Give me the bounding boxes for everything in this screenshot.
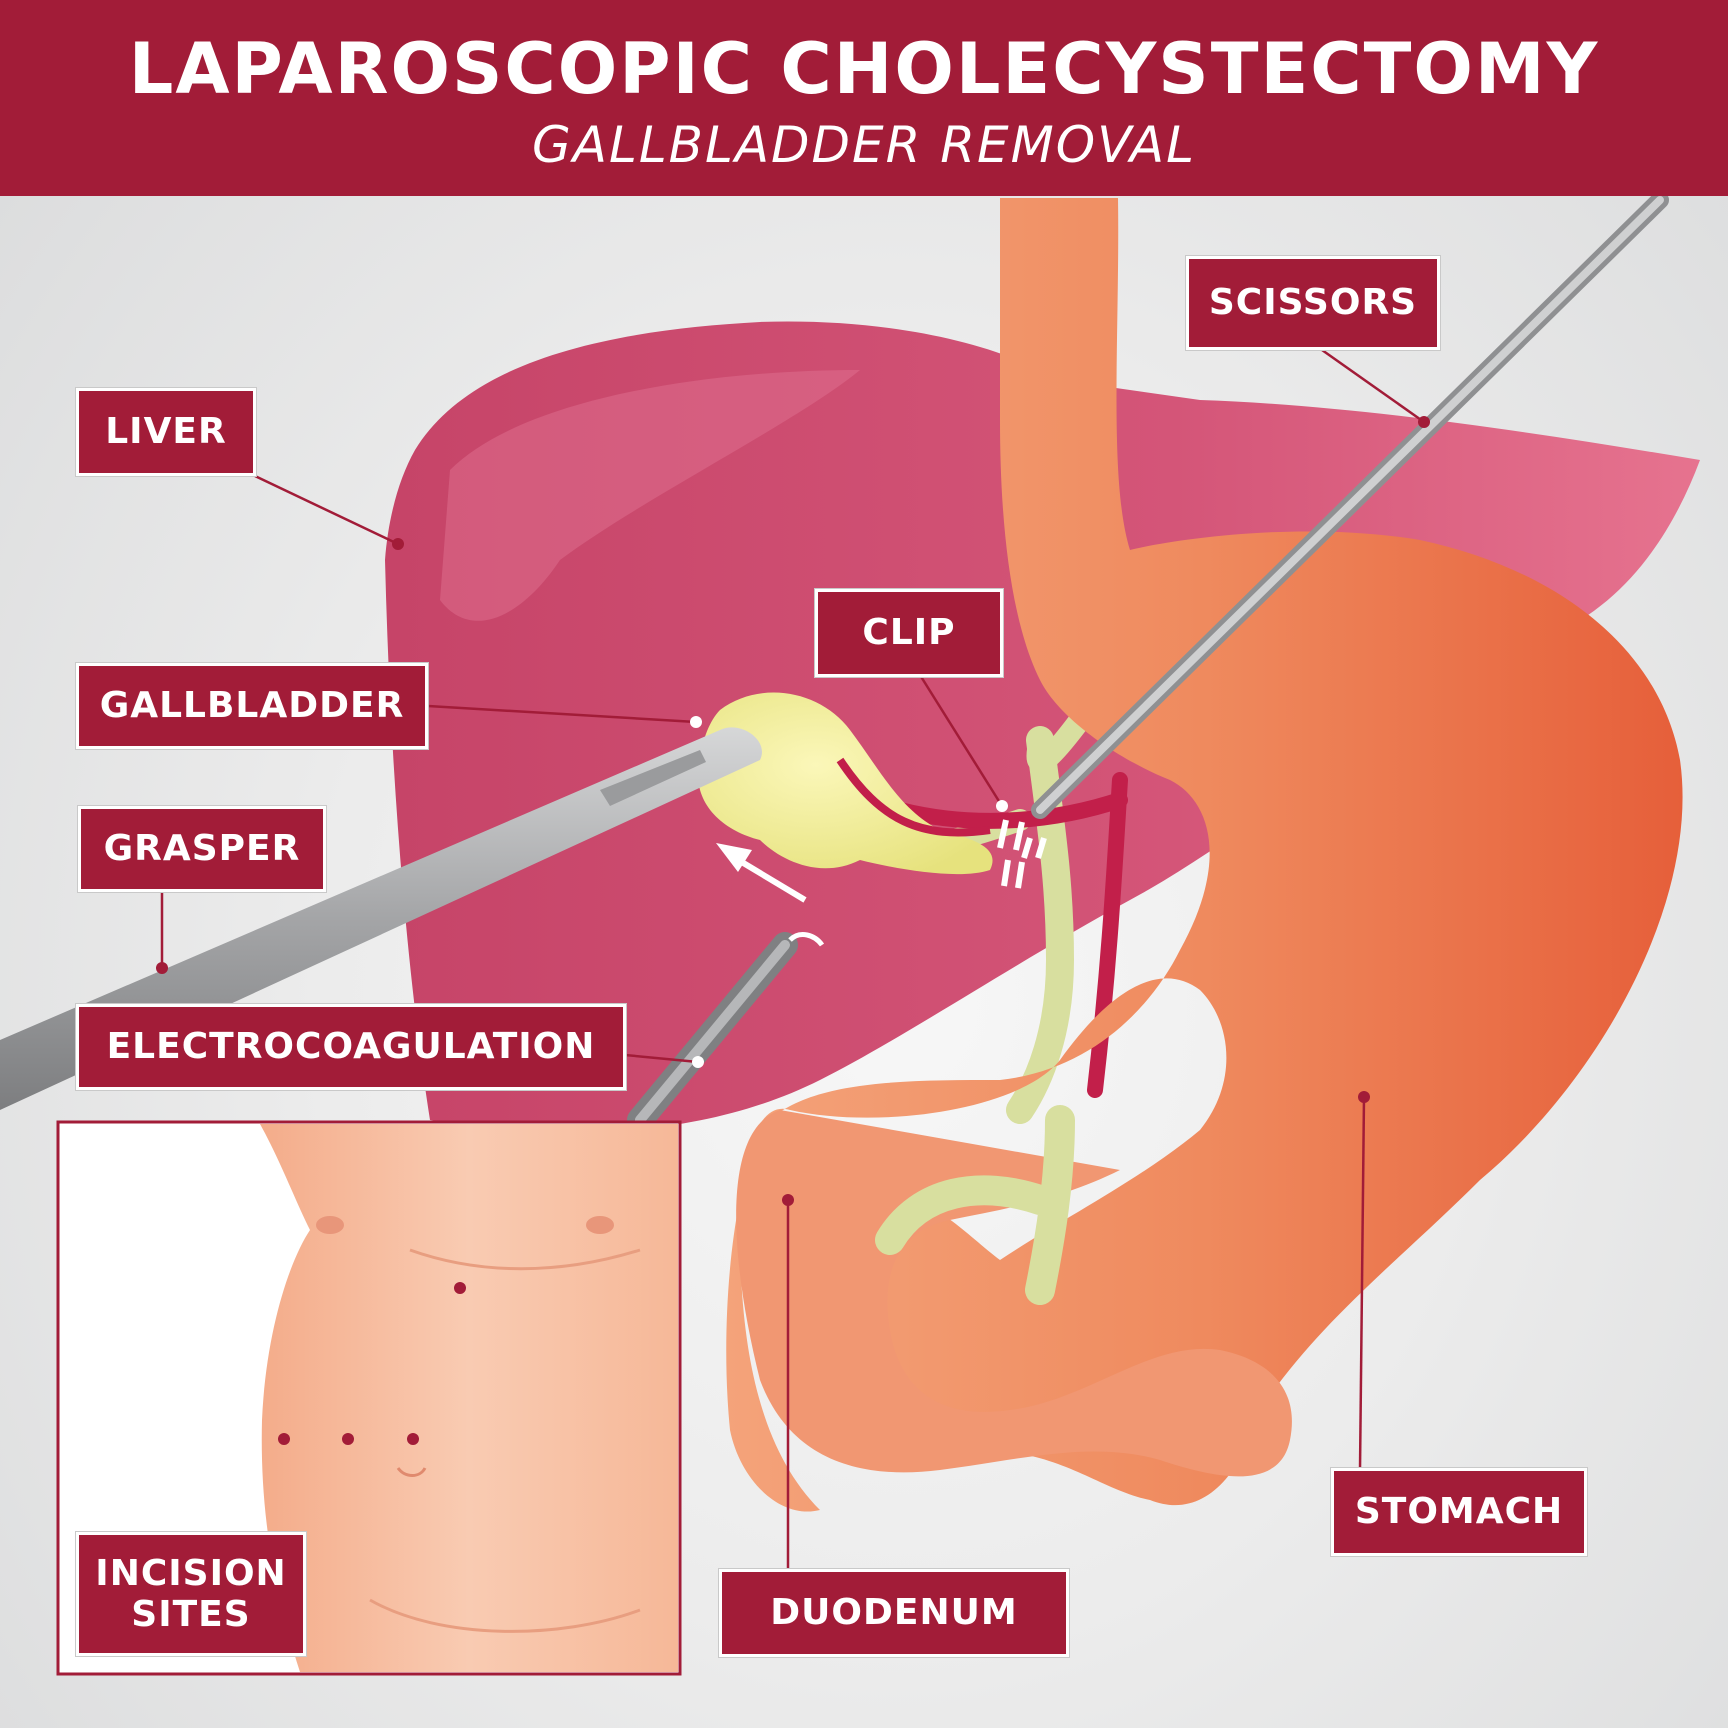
- duodenum-shape: [736, 1110, 1292, 1477]
- leader-dots: [156, 416, 1430, 1206]
- page-subtitle: GALLBLADDER REMOVAL: [532, 116, 1196, 174]
- leader-dots-light: [690, 716, 1008, 1068]
- label-clip: CLIP: [815, 589, 1003, 677]
- label-scissors: SCISSORS: [1186, 256, 1440, 350]
- cystic-duct: [836, 757, 991, 837]
- torso-illustration: [260, 1124, 678, 1672]
- grasper-jaw: [600, 750, 706, 806]
- pancreatic-duct: [875, 1105, 1075, 1305]
- scissors-shaft: [1031, 191, 1669, 819]
- label-grasper: GRASPER: [78, 806, 326, 892]
- label-duodenum: DUODENUM: [719, 1569, 1069, 1657]
- incision-dots: [278, 1282, 466, 1445]
- liver-highlight: [440, 370, 860, 621]
- label-electrocoagulation: ELECTROCOAGULATION: [76, 1004, 626, 1090]
- label-stomach: STOMACH: [1331, 1468, 1587, 1556]
- title-banner: LAPAROSCOPIC CHOLECYSTECTOMY GALLBLADDER…: [0, 0, 1728, 196]
- direction-arrow: [716, 843, 807, 903]
- page-title: LAPAROSCOPIC CHOLECYSTECTOMY: [128, 28, 1600, 110]
- clips: [997, 819, 1047, 889]
- stomach-shape: [726, 198, 1683, 1512]
- electrocoagulation-probe: [627, 932, 825, 1133]
- label-liver: LIVER: [76, 388, 256, 476]
- label-gallbladder: GALLBLADDER: [76, 663, 428, 749]
- label-incision-sites: INCISION SITES: [76, 1532, 306, 1656]
